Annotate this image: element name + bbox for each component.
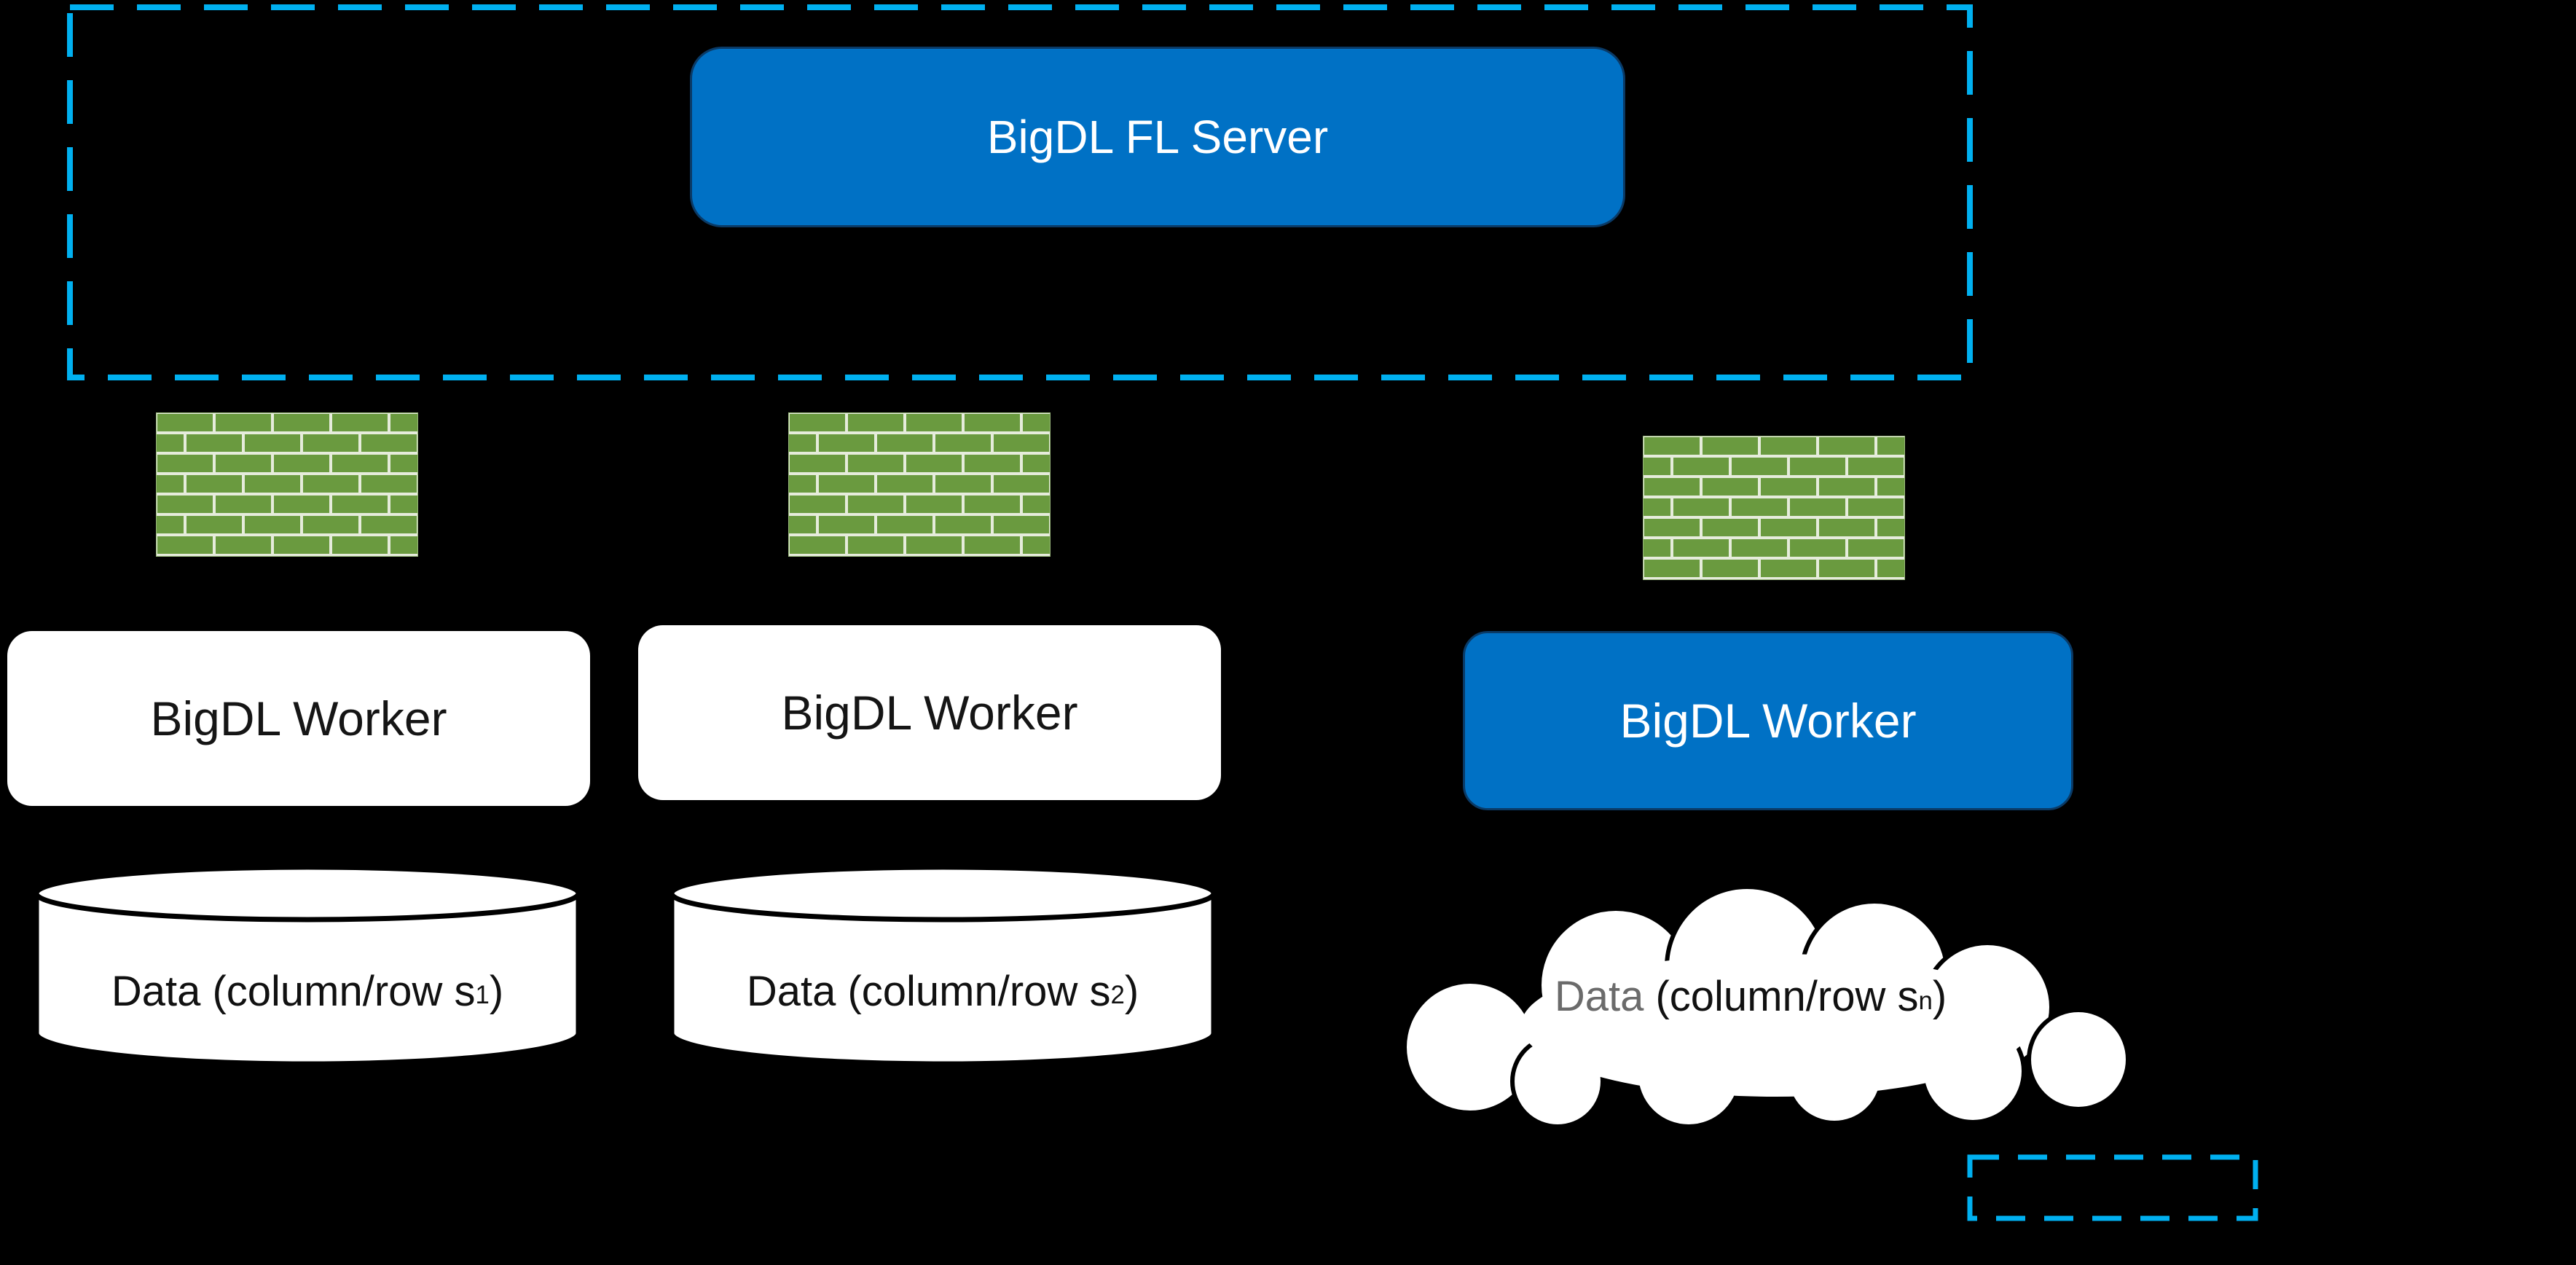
firewall-icon-3 (1643, 436, 1905, 580)
worker-box-2: BigDL Worker (638, 625, 1221, 800)
worker-label: BigDL Worker (150, 692, 447, 745)
worker-box-1: BigDL Worker (7, 631, 590, 806)
firewall-icon-1 (156, 412, 418, 557)
legend-dashed-box (1967, 1154, 2258, 1221)
fl-server-label: BigDL FL Server (986, 111, 1329, 163)
server-zone-dashed-border (67, 4, 1973, 380)
cylinder-shape (669, 864, 1217, 1067)
cloud-shape (1402, 885, 2130, 1129)
firewall-icon-2 (788, 412, 1051, 557)
worker-label: BigDL Worker (1619, 694, 1917, 748)
worker-box-3: BigDL Worker (1463, 631, 2073, 810)
cylinder-shape (34, 864, 581, 1067)
fl-server-box: BigDL FL Server (690, 47, 1625, 227)
worker-label: BigDL Worker (781, 686, 1078, 740)
